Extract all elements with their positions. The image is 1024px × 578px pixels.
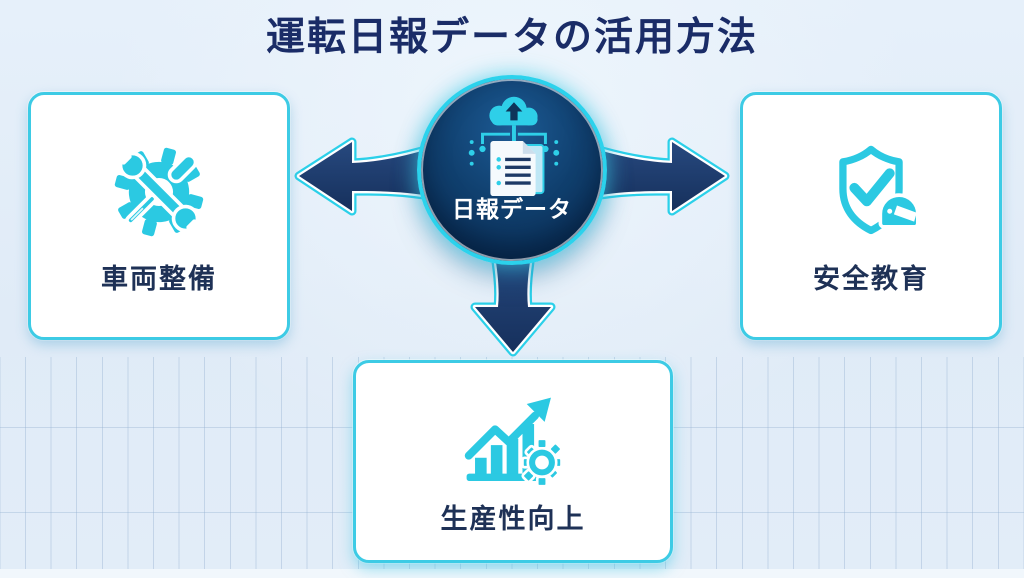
shield-check-helmet-icon xyxy=(839,145,920,234)
checkmark-shape xyxy=(849,167,895,206)
arrow-to-safety xyxy=(584,137,730,216)
wrench-shape xyxy=(115,148,203,235)
card-label-vehicle-maintenance: 車両整備 xyxy=(101,263,217,294)
report-documents xyxy=(490,141,545,196)
trend-arrow-shape xyxy=(464,397,551,460)
connector-brackets xyxy=(481,132,547,144)
card-productivity: 生産性向上 xyxy=(353,360,673,563)
helmet-visor xyxy=(893,205,917,222)
helmet-shape xyxy=(878,192,920,229)
center-node-daily-report-data: 日報データ xyxy=(417,75,607,265)
page-title: 運転日報データの活用方法 xyxy=(265,16,758,59)
side-dots xyxy=(468,140,560,166)
cloud-upload-documents-icon xyxy=(468,96,560,196)
card-safety-education: 安全教育 xyxy=(740,92,1002,340)
center-node-label: 日報データ xyxy=(452,196,572,222)
shield-shape xyxy=(839,145,903,234)
bottom-strip xyxy=(0,569,1024,578)
upload-arrow xyxy=(505,102,523,121)
gear-wrench-screwdriver-icon xyxy=(114,147,204,236)
small-gear-shape xyxy=(521,437,563,488)
arrow-to-maintenance xyxy=(294,137,440,216)
card-label-productivity: 生産性向上 xyxy=(440,504,586,534)
arrow-to-productivity xyxy=(470,243,556,357)
growth-chart-gear-icon xyxy=(464,397,563,488)
screwdriver-shape xyxy=(125,153,198,226)
cloud-shape xyxy=(489,96,538,126)
card-vehicle-maintenance: 車両整備 xyxy=(28,92,290,340)
card-label-safety-education: 安全教育 xyxy=(813,263,929,294)
